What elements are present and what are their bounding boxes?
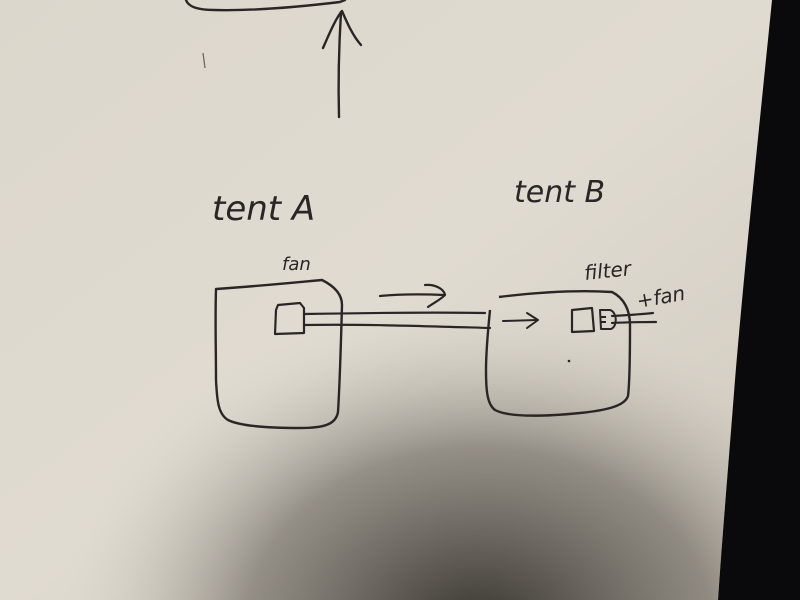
pencil-dot bbox=[567, 359, 571, 363]
pencil-mark bbox=[202, 52, 206, 69]
tent-a-box bbox=[214, 278, 344, 430]
up-arrow-icon bbox=[321, 9, 363, 119]
paper-shadow bbox=[0, 0, 772, 600]
filter-icon bbox=[570, 306, 596, 334]
duct-a-to-b bbox=[302, 311, 492, 330]
top-box bbox=[184, 0, 347, 12]
fan-b-icon bbox=[599, 309, 617, 330]
airflow-arrow-b-icon bbox=[502, 312, 539, 329]
tent-b-label: tent B bbox=[514, 175, 605, 210]
fan-a-icon bbox=[273, 301, 306, 336]
airflow-arrow-icon bbox=[378, 283, 447, 309]
exhaust-duct bbox=[610, 311, 658, 325]
tent-a-label: tent A bbox=[212, 189, 315, 229]
fan-label-a: fan bbox=[282, 254, 311, 275]
filter-label: filter bbox=[583, 256, 634, 285]
tent-b-box bbox=[484, 290, 632, 417]
